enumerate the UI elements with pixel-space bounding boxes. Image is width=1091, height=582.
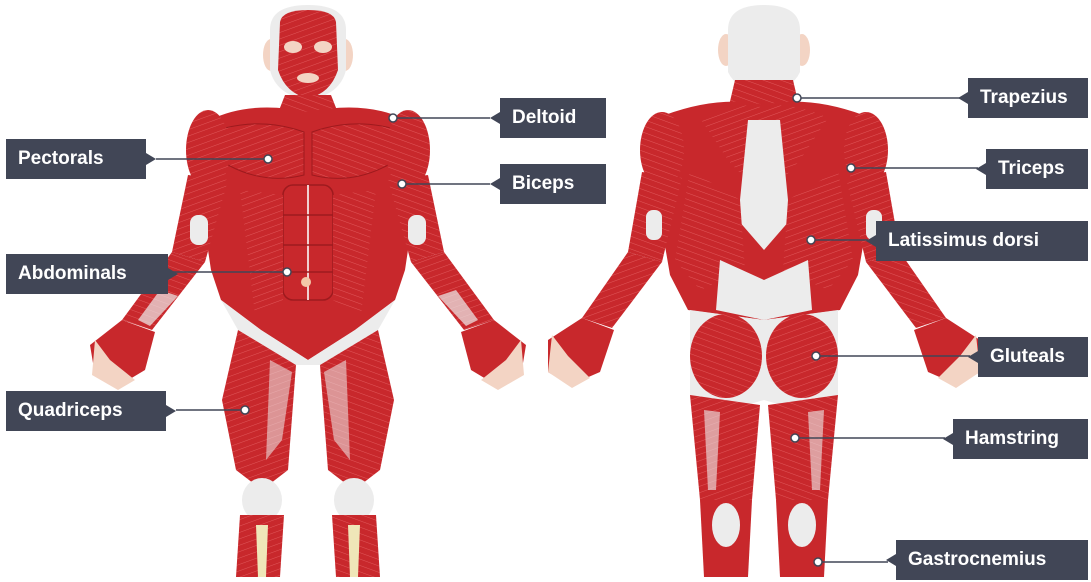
label-trapezius: Trapezius bbox=[968, 78, 1088, 118]
label-pectorals: Pectorals bbox=[6, 139, 146, 179]
front-head bbox=[263, 5, 353, 100]
label-triceps: Triceps bbox=[986, 149, 1088, 189]
label-quadriceps: Quadriceps bbox=[6, 391, 166, 431]
label-gastrocnemius: Gastrocnemius bbox=[896, 540, 1088, 580]
back-figure bbox=[548, 5, 980, 577]
label-gluteals: Gluteals bbox=[978, 337, 1088, 377]
label-abdominals: Abdominals bbox=[6, 254, 168, 294]
label-deltoid: Deltoid bbox=[500, 98, 606, 138]
label-latissimus-dorsi: Latissimus dorsi bbox=[876, 221, 1088, 261]
label-biceps: Biceps bbox=[500, 164, 606, 204]
label-hamstring: Hamstring bbox=[953, 419, 1088, 459]
